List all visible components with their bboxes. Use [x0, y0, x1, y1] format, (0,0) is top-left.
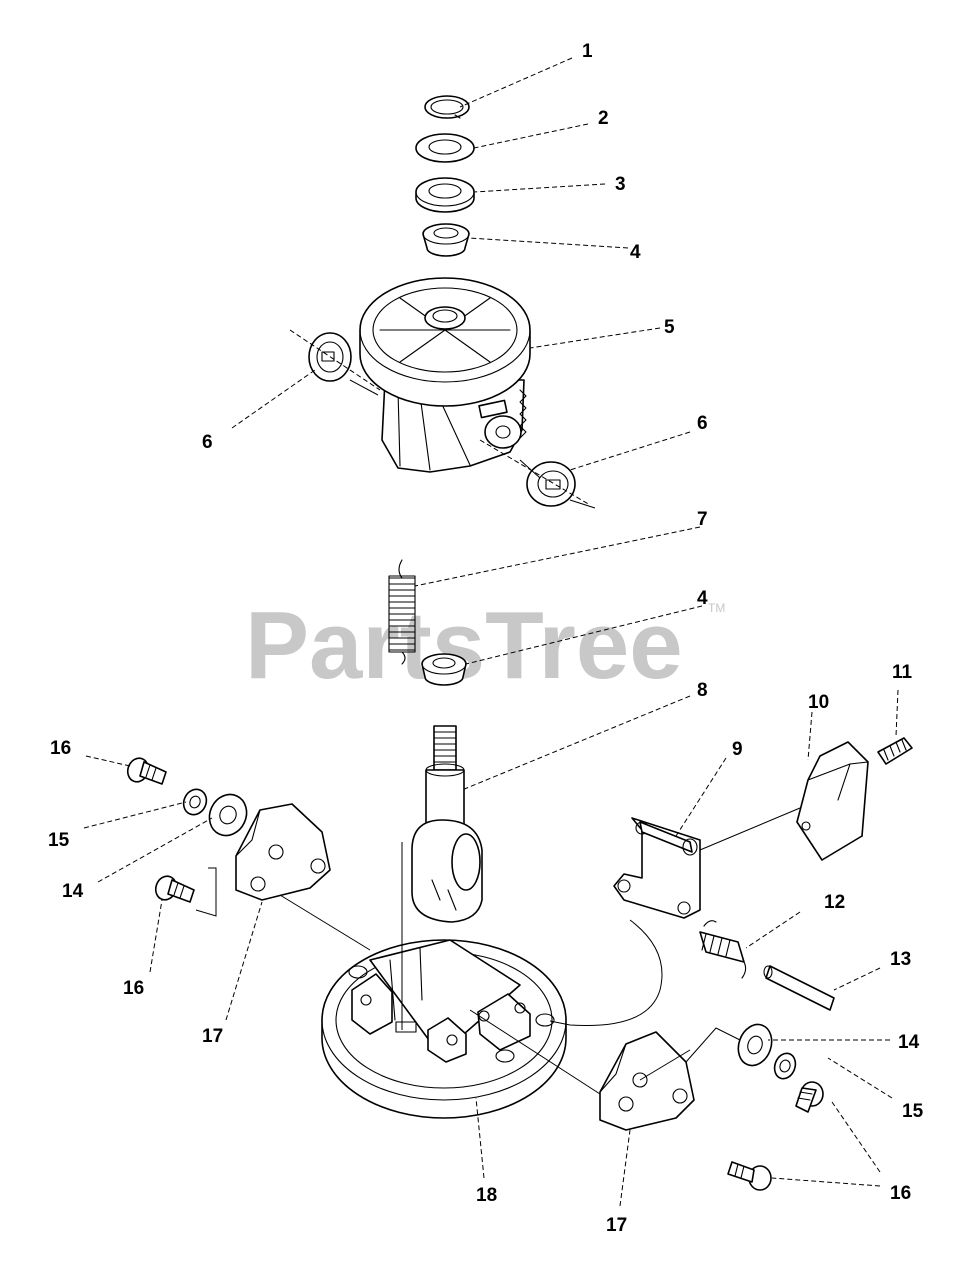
- part-5-wheel-housing[interactable]: [359, 277, 531, 473]
- part-16-bolt-right-lower[interactable]: [727, 1161, 772, 1191]
- watermark: PartsTree TM: [245, 592, 725, 699]
- callout-15-right: 15: [902, 1101, 924, 1122]
- part-3-washer[interactable]: [415, 177, 475, 213]
- part-9-bracket[interactable]: [613, 817, 701, 919]
- part-15-lock-washer-left[interactable]: [180, 786, 211, 819]
- leader-lines: [83, 57, 899, 1207]
- callout-8: 8: [697, 680, 708, 701]
- callout-16-upper-left: 16: [50, 738, 71, 759]
- part-10-block[interactable]: [796, 741, 869, 861]
- callout-17-left: 17: [202, 1026, 223, 1047]
- callout-labels: 1 2 3 4 5 6 6 7 4 8 9 10 11 12 13 16 15 …: [48, 41, 924, 1236]
- part-18-base-plate[interactable]: [321, 939, 567, 1119]
- part-16-bolt-lower-left[interactable]: [152, 873, 195, 903]
- part-17-plate-left[interactable]: [235, 803, 331, 901]
- part-8-spindle[interactable]: [411, 725, 483, 923]
- part-4-bushing-lower[interactable]: [421, 653, 467, 686]
- callout-13: 13: [890, 949, 911, 970]
- part-16-bolt-upper-left[interactable]: [124, 755, 167, 785]
- part-7-spring[interactable]: [388, 559, 416, 665]
- callout-6-left: 6: [202, 432, 213, 453]
- part-16-bolt-right-upper[interactable]: [795, 1081, 824, 1113]
- callout-6-right: 6: [697, 413, 708, 434]
- callout-18: 18: [476, 1185, 497, 1206]
- callout-4-upper: 4: [630, 242, 641, 263]
- callout-11: 11: [892, 662, 913, 683]
- part-2-washer[interactable]: [415, 133, 475, 163]
- callout-17-right: 17: [606, 1215, 627, 1236]
- callout-7: 7: [697, 509, 708, 530]
- callout-12: 12: [824, 892, 845, 913]
- part-14-washer-right[interactable]: [733, 1020, 777, 1070]
- part-17-plate-right[interactable]: [599, 1031, 695, 1131]
- part-14-washer-left[interactable]: [203, 788, 253, 841]
- callout-3: 3: [615, 174, 626, 195]
- callout-1: 1: [582, 41, 593, 62]
- part-13-pin[interactable]: [763, 965, 835, 1011]
- callout-5: 5: [664, 317, 675, 338]
- part-12-spring[interactable]: [699, 920, 747, 979]
- part-4-bushing-upper[interactable]: [422, 223, 470, 257]
- callout-4-lower: 4: [697, 588, 708, 609]
- part-11-set-screw[interactable]: [877, 737, 913, 765]
- callout-2: 2: [598, 108, 609, 129]
- callout-14-right: 14: [898, 1032, 920, 1053]
- part-15-lock-washer-right[interactable]: [771, 1050, 799, 1081]
- watermark-tm: TM: [708, 601, 725, 615]
- callout-14-left: 14: [62, 881, 84, 902]
- callout-9: 9: [732, 739, 743, 760]
- watermark-text: PartsTree: [245, 592, 683, 699]
- callout-16-right: 16: [890, 1183, 911, 1204]
- part-6-cam-right[interactable]: [526, 461, 576, 507]
- callout-16-lower-left: 16: [123, 978, 144, 999]
- callout-15-left: 15: [48, 830, 70, 851]
- callout-10: 10: [808, 692, 829, 713]
- part-1-snap-ring[interactable]: [424, 95, 470, 119]
